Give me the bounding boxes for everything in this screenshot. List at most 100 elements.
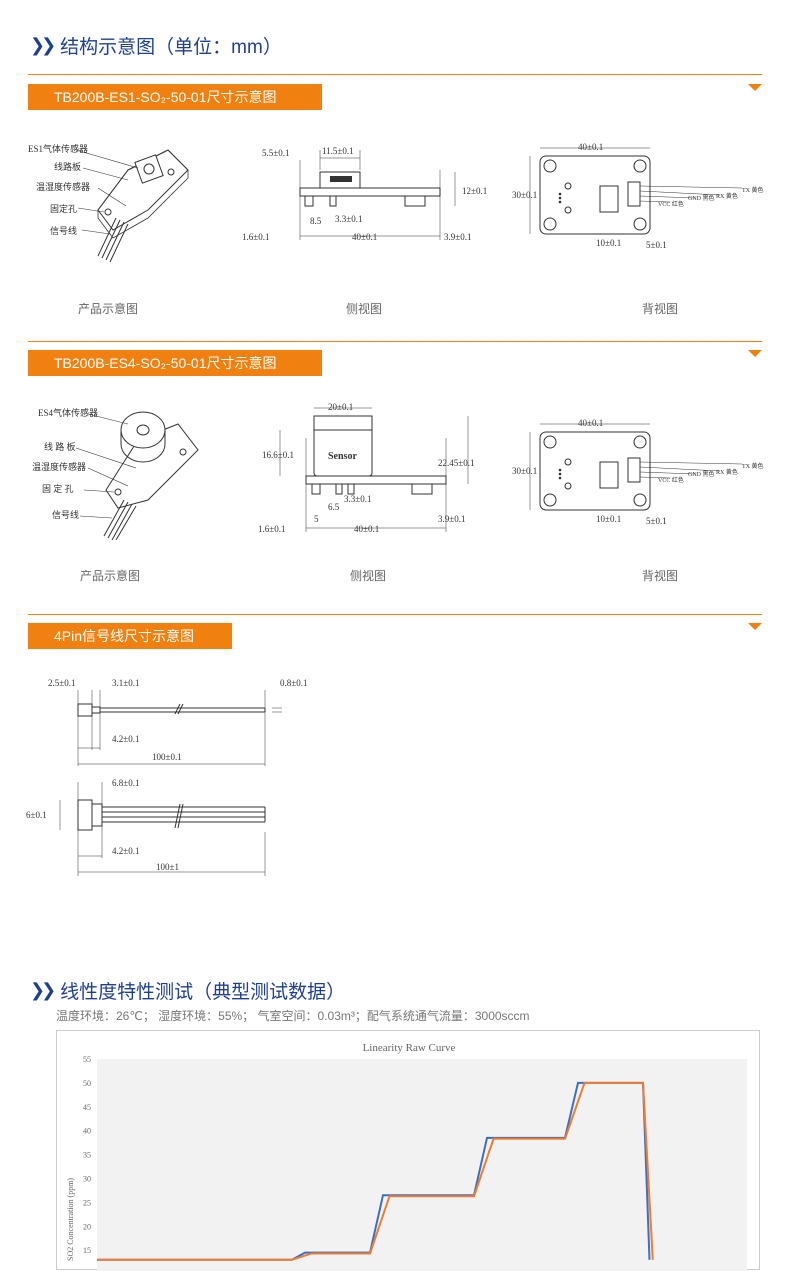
es4-dim-a: 20±0.1 — [328, 402, 353, 412]
caption-back-1: 背视图 — [641, 302, 678, 316]
banner-es1: TB200B-ES1-SO₂-50-01尺寸示意图 — [28, 84, 322, 110]
back1-dim-w: 40±0.1 — [578, 142, 603, 152]
banner-cable: 4Pin信号线尺寸示意图 — [28, 623, 232, 649]
cable-dim-e: 100±0.1 — [152, 752, 182, 762]
cable-diagram-top: 6.8±0.1 6±0.1 4.2±0.1 100±1 — [26, 778, 266, 876]
cable-dim-b: 3.1±0.1 — [112, 678, 139, 688]
section-title-structure: ❯❯ 结构示意图（单位：mm） — [30, 32, 282, 59]
caption-back-2: 背视图 — [641, 569, 678, 583]
cable-dim-f: 6.8±0.1 — [112, 778, 139, 788]
es4-label-board: 线 路 板 — [44, 441, 76, 452]
es1-side-view: 5.5±0.1 11.5±0.1 12±0.1 8.5 3.3±0.1 1.6±… — [242, 146, 487, 242]
back1-rx: RX 黄色 — [716, 192, 738, 200]
y-tick-label: 35 — [83, 1151, 91, 1160]
es1-label-board: 线路板 — [54, 161, 81, 172]
es1-dim-h: 3.9±0.1 — [444, 232, 471, 242]
back1-vcc: VCC 红色 — [658, 200, 684, 208]
back2-dim-b1: 10±0.1 — [596, 514, 621, 524]
caption-product-1: 产品示意图 — [77, 302, 138, 316]
cable-dim-i: 100±1 — [156, 862, 179, 872]
banner-es1-label: TB200B-ES1-SO₂-50-01尺寸示意图 — [54, 89, 277, 105]
es1-dim-b: 11.5±0.1 — [322, 146, 354, 156]
series-line-2 — [97, 1081, 654, 1261]
linearity-chart: Linearity Raw Curve 55 50 45 40 35 30 25 20 15 SO2… — [56, 1030, 760, 1271]
chart-title: Linearity Raw Curve — [363, 1042, 456, 1054]
es4-dim-f: 5 — [314, 514, 319, 524]
section-title-text: 结构示意图（单位：mm） — [60, 37, 282, 58]
y-tick-label: 55 — [83, 1055, 91, 1064]
cable-dim-c: 0.8±0.1 — [280, 678, 307, 688]
back2-vcc: VCC 红色 — [658, 476, 684, 484]
banner-es4: TB200B-ES4-SO₂-50-01尺寸示意图 — [28, 350, 322, 376]
es1-label-sensor: ES1气体传感器 — [28, 143, 88, 154]
divider-line — [28, 341, 762, 342]
back2-dim-h: 30±0.1 — [512, 466, 537, 476]
es1-dim-g: 40±0.1 — [352, 232, 377, 242]
es1-dim-f: 1.6±0.1 — [242, 232, 269, 242]
y-tick-label: 15 — [83, 1246, 91, 1255]
y-tick-label: 45 — [83, 1103, 91, 1112]
es4-back-view: 40±0.1 30±0.1 10±0.1 5±0.1 TX 黄色 RX 黄色 G… — [512, 418, 764, 526]
sensor-label: Sensor — [328, 451, 357, 462]
y-tick-label: 20 — [83, 1222, 91, 1231]
y-tick-label: 40 — [83, 1127, 91, 1136]
banner-cable-label: 4Pin信号线尺寸示意图 — [54, 628, 195, 644]
banner-es4-label: TB200B-ES4-SO₂-50-01尺寸示意图 — [54, 355, 277, 371]
es4-dim-b: 16.6±0.1 — [262, 450, 294, 460]
y-tick-label: 50 — [83, 1079, 91, 1088]
back2-rx: RX 黄色 — [716, 468, 738, 476]
cable-dim-a: 2.5±0.1 — [48, 678, 75, 688]
divider-line — [28, 614, 762, 615]
es4-dim-e: 6.5 — [328, 502, 340, 512]
es4-dim-h: 40±0.1 — [354, 524, 379, 534]
es1-dim-c: 12±0.1 — [462, 186, 487, 196]
es4-side-view: Sensor 20±0.1 16.6±0.1 22.45±0.1 3.3±0.1… — [258, 402, 474, 534]
back1-dim-h: 30±0.1 — [512, 190, 537, 200]
divider-line — [28, 74, 762, 75]
double-chevron-icon: ❯❯ — [30, 980, 56, 1000]
es1-product-sketch: ES1气体传感器 线路板 温湿度传感器 固定孔 信号线 — [28, 143, 189, 263]
es1-label-temp: 温湿度传感器 — [36, 181, 90, 192]
es1-dim-e: 3.3±0.1 — [335, 214, 362, 224]
es1-label-wire: 信号线 — [50, 225, 77, 236]
es4-label-hole: 固 定 孔 — [42, 483, 74, 494]
back2-gnd: GND 黑色 — [688, 470, 715, 478]
chart-canvas: Linearity Raw Curve 55 50 45 40 35 30 25 20 15 SO2… — [66, 1042, 747, 1271]
caption-side-2: 侧视图 — [349, 569, 386, 583]
caption-product-2: 产品示意图 — [79, 569, 140, 583]
es4-dim-d: 3.3±0.1 — [344, 494, 371, 504]
back2-dim-w: 40±0.1 — [578, 418, 603, 428]
cable-dim-d: 4.2±0.1 — [112, 734, 139, 744]
back1-gnd: GND 黑色 — [688, 194, 715, 202]
es1-dim-d: 8.5 — [310, 216, 322, 226]
es1-dim-a: 5.5±0.1 — [262, 148, 289, 158]
es1-label-hole: 固定孔 — [50, 203, 77, 214]
collapse-triangle-icon[interactable] — [748, 84, 762, 91]
cable-dim-g: 6±0.1 — [26, 810, 47, 820]
collapse-triangle-icon[interactable] — [748, 623, 762, 630]
back1-tx: TX 黄色 — [742, 186, 764, 194]
caption-side-1: 侧视图 — [345, 302, 382, 316]
cable-diagram-side: 2.5±0.1 3.1±0.1 0.8±0.1 4.2±0.1 100±0.1 — [48, 678, 307, 766]
es4-dim-g: 1.6±0.1 — [258, 524, 285, 534]
back1-dim-b1: 10±0.1 — [596, 238, 621, 248]
es4-dim-c: 22.45±0.1 — [438, 458, 474, 468]
back2-dim-b2: 5±0.1 — [646, 516, 667, 526]
collapse-triangle-icon[interactable] — [748, 350, 762, 357]
es4-product-sketch: ES4气体传感器 线 路 板 温湿度传感器 固 定 孔 信号线 — [32, 407, 199, 540]
section-title-text: 线性度特性测试（典型测试数据） — [60, 982, 346, 1003]
double-chevron-icon: ❯❯ — [30, 35, 56, 55]
es1-back-view: 40±0.1 30±0.1 10±0.1 5±0.1 TX 黄色 RX 黄色 G… — [512, 142, 764, 250]
es4-label-temp: 温湿度传感器 — [32, 461, 86, 472]
back1-dim-b2: 5±0.1 — [646, 240, 667, 250]
y-axis-label: SO2 Concentration (ppm) — [66, 1178, 75, 1261]
plot-area — [97, 1059, 747, 1271]
es4-label-sensor: ES4气体传感器 — [38, 407, 98, 418]
es4-label-wire: 信号线 — [52, 509, 79, 520]
es4-dim-i: 3.9±0.1 — [438, 514, 465, 524]
y-tick-label: 30 — [83, 1175, 91, 1184]
back2-tx: TX 黄色 — [742, 462, 764, 470]
y-tick-label: 25 — [83, 1198, 91, 1207]
test-conditions: 温度环境：26℃； 湿度环境：55%； 气室空间：0.03m³；配气系统通气流量… — [56, 1009, 530, 1023]
section-title-linearity: ❯❯ 线性度特性测试（典型测试数据） — [30, 977, 345, 1004]
